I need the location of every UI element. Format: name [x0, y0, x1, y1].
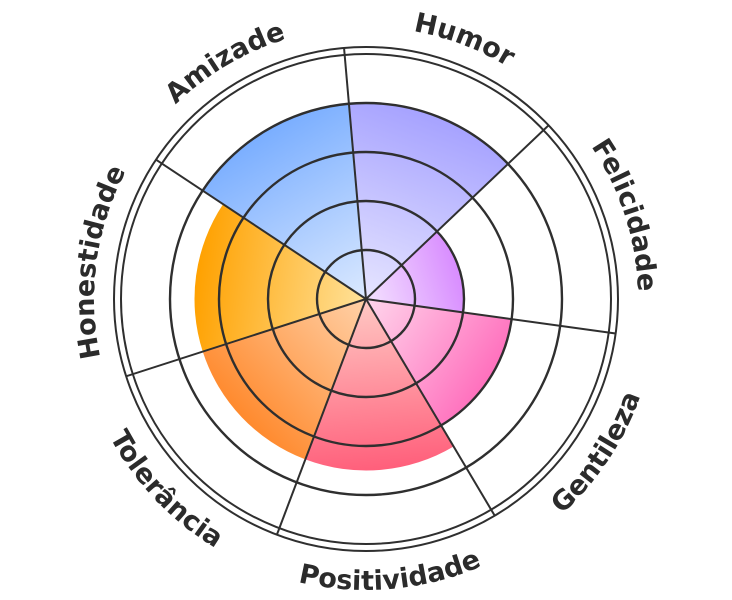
grid-layer: [113, 46, 619, 552]
grid-ring-outer: [120, 53, 612, 545]
grid-spoke: [365, 298, 496, 517]
grid-ring-outer: [113, 46, 619, 552]
segment-humor: [348, 103, 509, 299]
label-humor: Humor: [412, 7, 521, 73]
label-amizade: Amizade: [159, 16, 288, 110]
label-tolerância: Tolerância: [104, 425, 229, 554]
grid-spoke: [365, 124, 550, 300]
grid-spoke: [343, 47, 367, 300]
grid-spoke: [365, 298, 616, 335]
grid-ring: [266, 199, 466, 399]
grid-spoke: [125, 298, 367, 378]
segment-amizade: [202, 103, 366, 299]
grid-spoke: [155, 158, 367, 300]
label-gentileza: Gentileza: [545, 387, 647, 519]
grid-spoke: [275, 298, 367, 536]
grid-ring: [168, 101, 564, 497]
segment-felicidade: [366, 231, 465, 313]
segment-honestidade: [194, 204, 366, 352]
segment-positividade: [305, 299, 454, 471]
grid-ring: [315, 248, 417, 350]
grid-ring: [217, 150, 515, 448]
label-felicidade: Felicidade: [585, 133, 662, 292]
label-positividade: Positividade: [297, 544, 485, 597]
